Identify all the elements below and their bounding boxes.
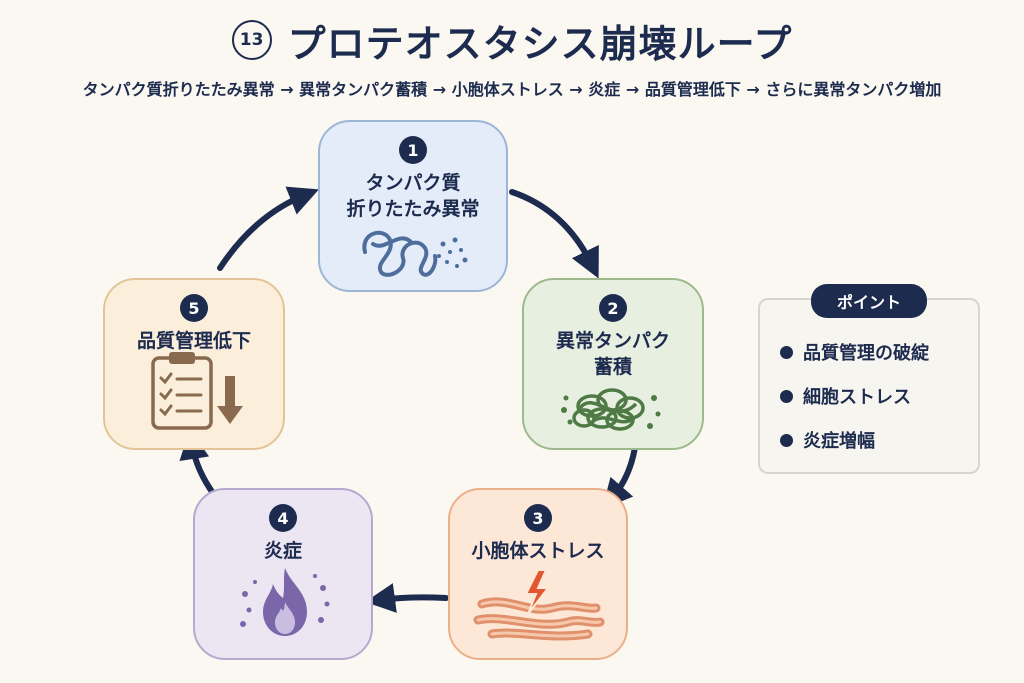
cycle-step-4: 4 炎症 [193,488,373,660]
step-label: 小胞体ストレス [471,540,605,562]
cycle-step-5: 5 品質管理低下 [103,278,285,450]
arrow-3-to-4 [365,583,449,613]
cycle-step-1: 1 タンパク質 折りたたみ異常 [318,120,508,292]
step-label: 異常タンパク 蓄積 [555,330,670,378]
cycle-step-2: 2 異常タンパク 蓄積 [522,278,704,450]
bullet-icon [780,433,793,447]
arrow-5-to-1 [217,186,319,271]
clipboard-down-icon [151,352,243,430]
points-list: 品質管理の破綻 細胞ストレス 炎症増幅 [760,300,978,462]
title-number-badge: 13 [231,20,272,60]
bullet-icon [780,345,793,359]
flame-icon [240,568,330,636]
step-number: 3 [524,504,552,532]
page-subtitle: タンパク質折りたたみ異常 → 異常タンパク蓄積 → 小胞体ストレス → 炎症 →… [82,80,942,99]
point-text: 細胞ストレス [803,387,911,408]
step-number: 2 [599,294,627,322]
list-item: 炎症増幅 [780,418,978,462]
step-label: 品質管理低下 [136,330,251,352]
step-number: 4 [269,504,297,532]
er-stress-icon [473,569,605,641]
tangled-protein-icon [362,230,468,277]
point-text: 炎症増幅 [803,431,875,452]
list-item: 品質管理の破綻 [780,330,978,374]
points-panel: ポイント 品質管理の破綻 細胞ストレス 炎症増幅 [758,284,980,474]
step-number: 1 [399,136,427,164]
step-label: タンパク質 折りたたみ異常 [346,172,480,220]
arrow-1-to-2 [509,189,599,279]
list-item: 細胞ストレス [780,374,978,418]
page-title: プロテオスタシス崩壊ループ [287,21,793,66]
step-label: 炎症 [263,540,302,562]
protein-aggregate-icon [561,388,661,431]
point-text: 品質管理の破綻 [803,343,929,364]
cycle-step-3: 3 小胞体ストレス [448,488,628,660]
arrow-4-to-5 [179,429,218,499]
step-number: 5 [180,294,208,322]
title-row: 13 プロテオスタシス崩壊ループ [0,10,1024,70]
bullet-icon [780,389,793,403]
points-header: ポイント [810,284,928,318]
